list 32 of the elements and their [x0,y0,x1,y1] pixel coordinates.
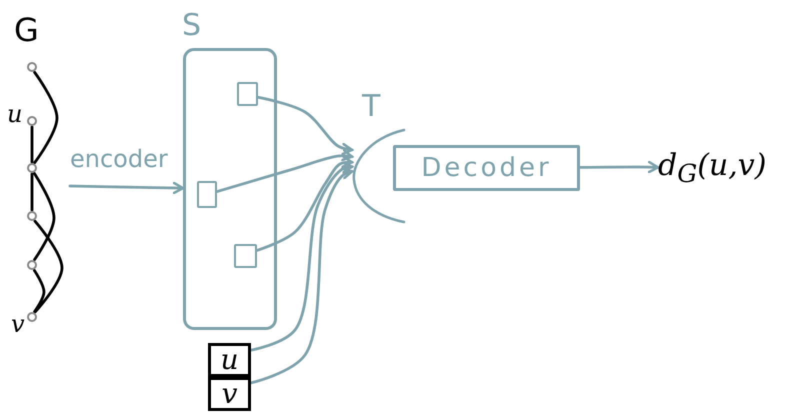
graph-vertex [27,211,37,221]
vertex-label: v [11,312,25,336]
graph-vertex [27,260,37,270]
arrow [216,149,354,193]
vertex-pair-cell [208,377,251,411]
arrow [578,160,660,174]
arrow [250,161,354,352]
graph-edge [33,71,58,164]
arrow [68,182,184,194]
arc-label: T [362,92,380,122]
cell-text: u [220,346,239,374]
block-label: S [182,11,202,41]
graph-edge [34,220,64,314]
embedding-square [197,181,217,208]
vertex-pair-cell [208,343,251,377]
graph-edge [30,126,34,164]
graph-vertex [27,163,37,173]
cell-text: v [222,380,238,408]
arrow [256,96,354,156]
arrow [256,156,354,252]
graph-label: G [14,14,39,46]
arrow [250,167,354,384]
graph-edge [30,172,34,212]
embedding-square [237,82,258,106]
output-formula: d$_{G}$(u,v) [658,151,766,186]
graph-vertex [27,62,37,72]
box-label: Decoder [421,153,552,183]
vertex-label: u [7,102,22,126]
graph-edge [33,172,56,261]
embedding-square [234,244,257,268]
decoder-box [393,145,580,191]
graph-edge [33,269,46,313]
